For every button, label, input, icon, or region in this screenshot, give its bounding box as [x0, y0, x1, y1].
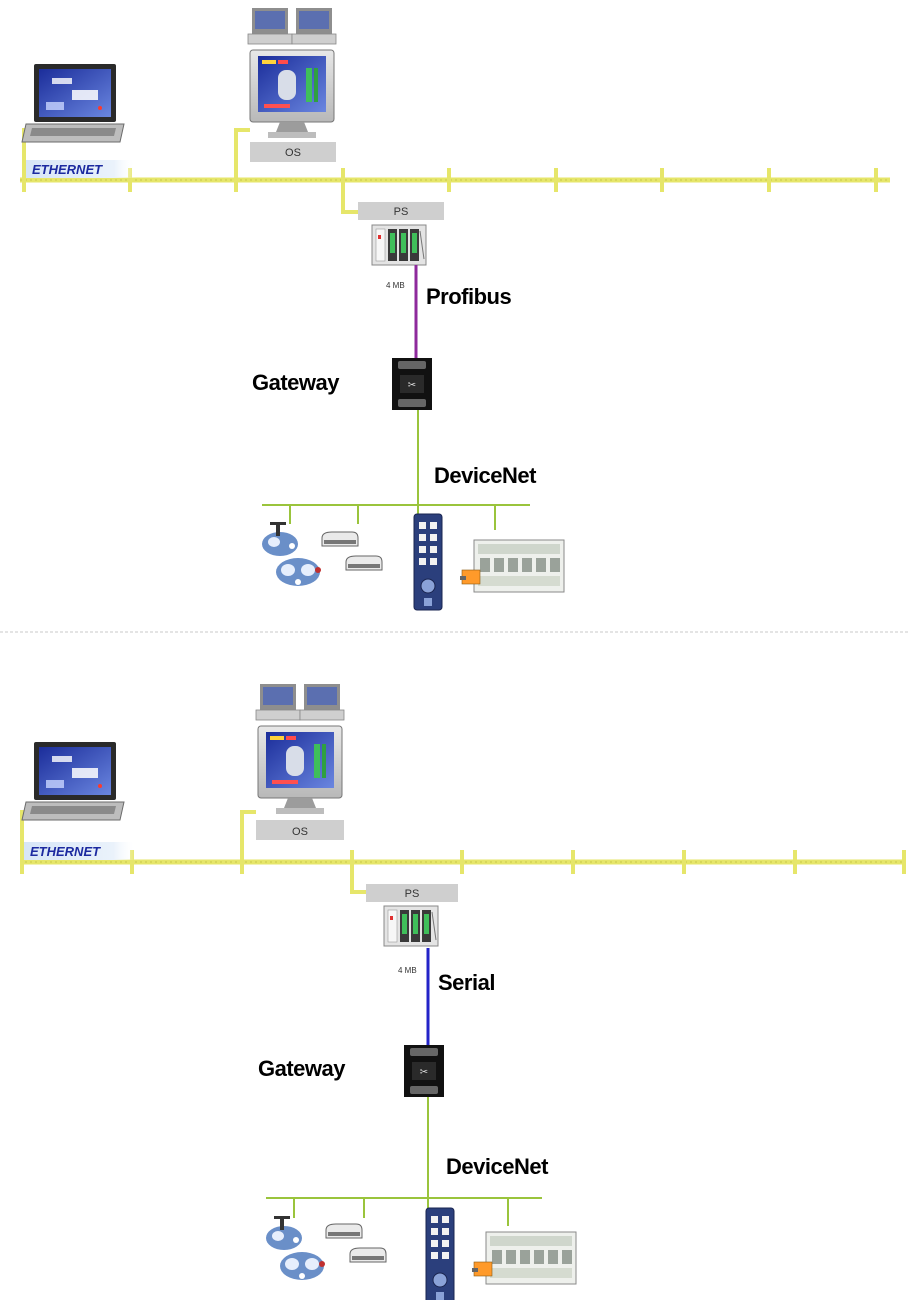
actuator-icon	[262, 522, 321, 586]
ethernet-label: ETHERNET	[30, 844, 101, 859]
ethernet-label: ETHERNET	[32, 162, 103, 177]
io-block-icon	[413, 513, 443, 611]
ps-label: PS	[405, 888, 420, 900]
diagram-panel-profibus: ETHERNET OS PS 4 MB Profibus Gateway Dev…	[20, 7, 890, 611]
sensor-icon	[321, 531, 383, 571]
ethernet-tag	[24, 842, 136, 860]
fieldbus-label: Profibus	[426, 284, 511, 309]
devicenet-label: DeviceNet	[446, 1154, 549, 1179]
actuator-icon	[266, 1216, 325, 1280]
operator-station-icon	[247, 7, 337, 139]
os-box	[256, 820, 344, 840]
ethernet-tag	[26, 160, 136, 178]
mb-label: 4 MB	[386, 281, 405, 290]
plc-rack-icon	[383, 905, 439, 947]
fieldbus-label: Serial	[438, 970, 495, 995]
os-label: OS	[285, 147, 301, 159]
gateway-icon	[404, 1045, 444, 1097]
gateway-label: Gateway	[252, 370, 340, 395]
plc-rack-icon	[371, 224, 427, 266]
mb-label: 4 MB	[398, 966, 417, 975]
io-block-icon	[425, 1207, 455, 1300]
os-label: OS	[292, 826, 308, 838]
devicenet-label: DeviceNet	[434, 463, 537, 488]
os-box	[250, 142, 336, 162]
laptop-icon	[21, 63, 125, 143]
gateway-label: Gateway	[258, 1056, 346, 1081]
io-module-icon	[471, 1231, 577, 1285]
ethernet-bus	[20, 810, 906, 894]
ps-box	[366, 884, 458, 902]
gateway-icon	[392, 358, 432, 410]
ps-box	[358, 202, 444, 220]
operator-station-icon	[255, 683, 345, 815]
ps-label: PS	[394, 206, 409, 218]
io-module-icon	[459, 539, 565, 593]
ethernet-bus	[20, 128, 890, 214]
laptop-icon	[21, 741, 125, 821]
sensor-icon	[325, 1223, 387, 1263]
diagram-panel-serial: ETHERNET OS PS 4 MB Serial Gateway Devic…	[20, 683, 906, 1300]
